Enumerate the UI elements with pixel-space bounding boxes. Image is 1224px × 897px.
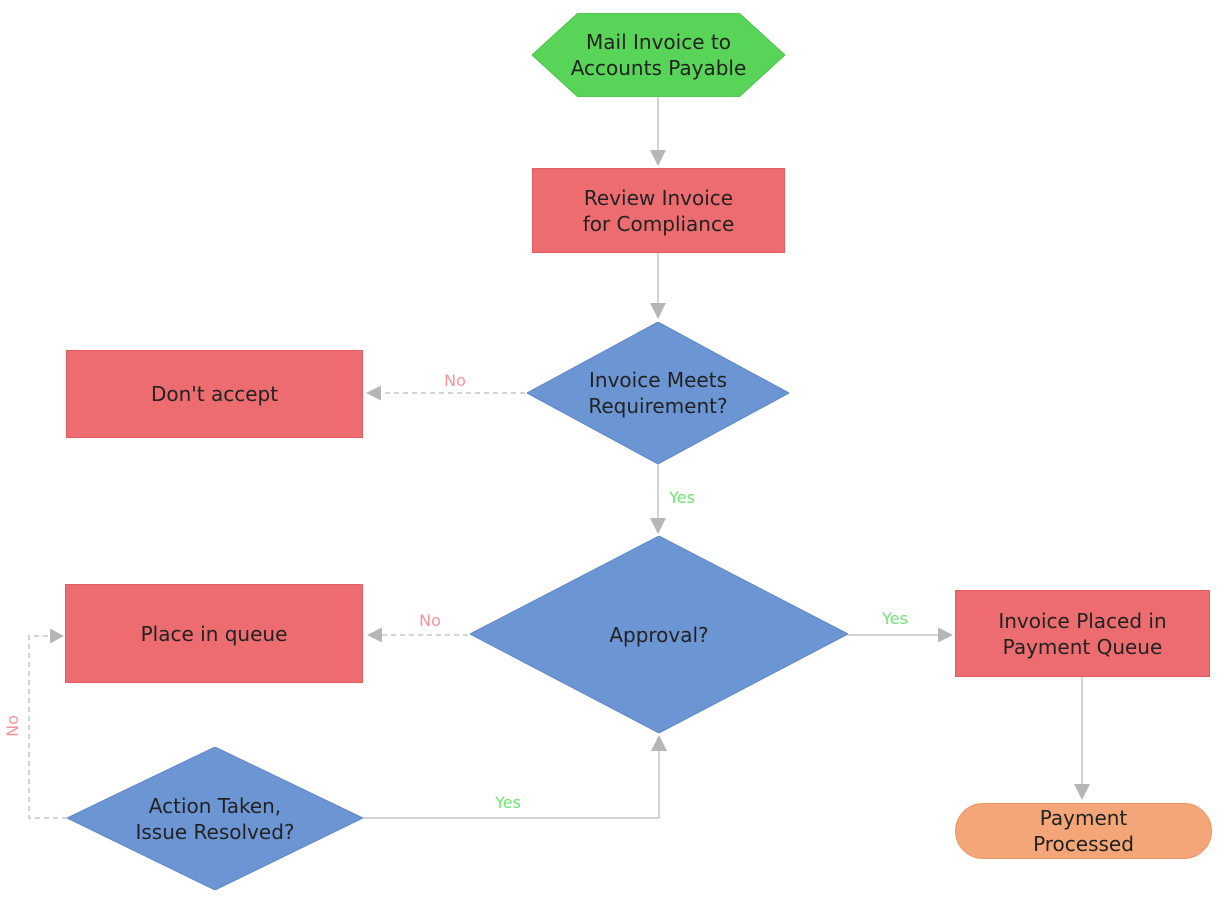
node-label: Mail Invoice to Accounts Payable	[570, 30, 747, 80]
node-label: Don't accept	[150, 382, 279, 406]
decision-node-approval: Approval?	[470, 536, 848, 733]
decision-node-action-taken: Action Taken, Issue Resolved?	[67, 747, 363, 890]
node-label: Approval?	[609, 622, 709, 647]
end-node-payment-processed: Payment Processed	[955, 803, 1212, 859]
edge-label-action-yes: Yes	[495, 793, 521, 812]
decision-node-invoice-meets-requirement: Invoice Meets Requirement?	[527, 322, 789, 464]
edge-approval-yes	[848, 627, 953, 643]
diamond-shape	[470, 536, 848, 733]
edge-label-requirement-yes: Yes	[669, 488, 695, 507]
edge-invoice-placed-to-payment	[1074, 677, 1090, 800]
edge-label-action-no: No	[3, 715, 22, 737]
node-label: Invoice Placed in Payment Queue	[998, 608, 1167, 659]
hexagon-shape	[532, 13, 785, 97]
node-label: Payment Processed	[1033, 806, 1134, 856]
process-node-dont-accept: Don't accept	[66, 350, 363, 438]
edge-label-requirement-no: No	[444, 371, 466, 390]
edge-approval-no	[367, 627, 468, 643]
edge-review-to-requirement	[650, 253, 666, 319]
process-node-place-in-queue: Place in queue	[65, 584, 363, 683]
edge-action-no	[28, 628, 67, 819]
edge-label-approval-no: No	[419, 611, 441, 630]
edge-action-yes	[363, 735, 667, 819]
node-label: Review Invoice for Compliance	[582, 185, 735, 236]
node-label: Invoice Meets Requirement?	[588, 368, 728, 418]
process-node-review-invoice: Review Invoice for Compliance	[532, 168, 785, 253]
node-label: Action Taken, Issue Resolved?	[135, 793, 295, 844]
start-node-mail-invoice: Mail Invoice to Accounts Payable	[532, 13, 785, 97]
edge-mail-to-review	[650, 97, 666, 166]
diamond-shape	[67, 747, 363, 890]
process-node-invoice-placed: Invoice Placed in Payment Queue	[955, 590, 1210, 677]
edge-requirement-no	[366, 385, 525, 401]
edge-requirement-yes	[650, 464, 666, 534]
node-label: Place in queue	[140, 621, 288, 646]
diamond-shape	[527, 322, 789, 464]
edge-label-approval-yes: Yes	[882, 609, 908, 628]
